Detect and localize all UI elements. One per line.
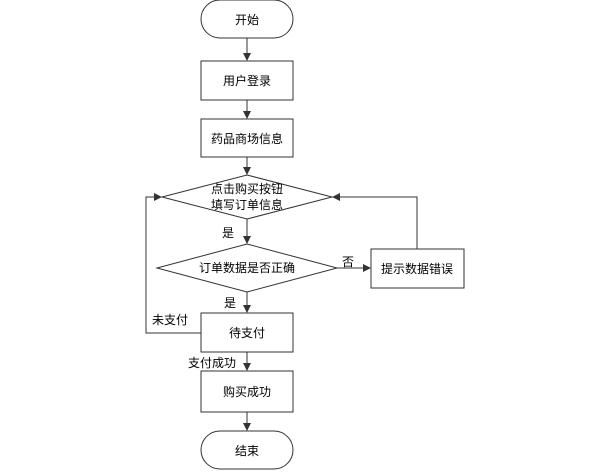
arrowhead [243, 363, 251, 371]
arrowhead [154, 193, 162, 201]
order-decision-node: 点击购买按钮 填写订单信息 [160, 174, 334, 220]
success-node: 购买成功 [200, 370, 294, 413]
pending-label: 待支付 [229, 326, 265, 340]
mall-info-node: 药品商场信息 [200, 118, 294, 158]
arrowhead [243, 167, 251, 175]
success-label: 购买成功 [223, 384, 271, 399]
login-label: 用户登录 [223, 73, 271, 88]
order-label-line2: 填写订单信息 [211, 197, 283, 212]
arrowhead [243, 111, 251, 119]
login-node: 用户登录 [200, 60, 294, 101]
check-decision-node: 订单数据是否正确 [155, 243, 339, 293]
edge-label-no-error: 否 [342, 255, 354, 269]
arrowhead [243, 423, 251, 431]
end-label: 结束 [235, 444, 259, 458]
arrowhead [332, 193, 340, 201]
arrowhead [363, 264, 371, 272]
error-label: 提示数据错误 [381, 261, 453, 276]
error-node: 提示数据错误 [370, 248, 465, 289]
end-node: 结束 [200, 430, 294, 470]
arrowhead [243, 305, 251, 313]
arrowhead [243, 236, 251, 244]
edge-label-unpaid: 未支付 [152, 313, 188, 327]
pending-node: 待支付 [200, 312, 294, 353]
check-label: 订单数据是否正确 [199, 260, 295, 275]
edge-label-yes-check: 是 [222, 226, 234, 240]
edge-pending-order [145, 196, 201, 334]
start-node: 开始 [200, 0, 294, 39]
order-label-line1: 点击购买按钮 [211, 181, 283, 196]
edge-error-order [340, 196, 418, 249]
edge-label-yes-pending: 是 [224, 296, 236, 310]
arrowhead [243, 53, 251, 61]
start-label: 开始 [235, 13, 259, 27]
edge-label-paid: 支付成功 [188, 356, 236, 370]
mall-info-label: 药品商场信息 [211, 131, 283, 146]
